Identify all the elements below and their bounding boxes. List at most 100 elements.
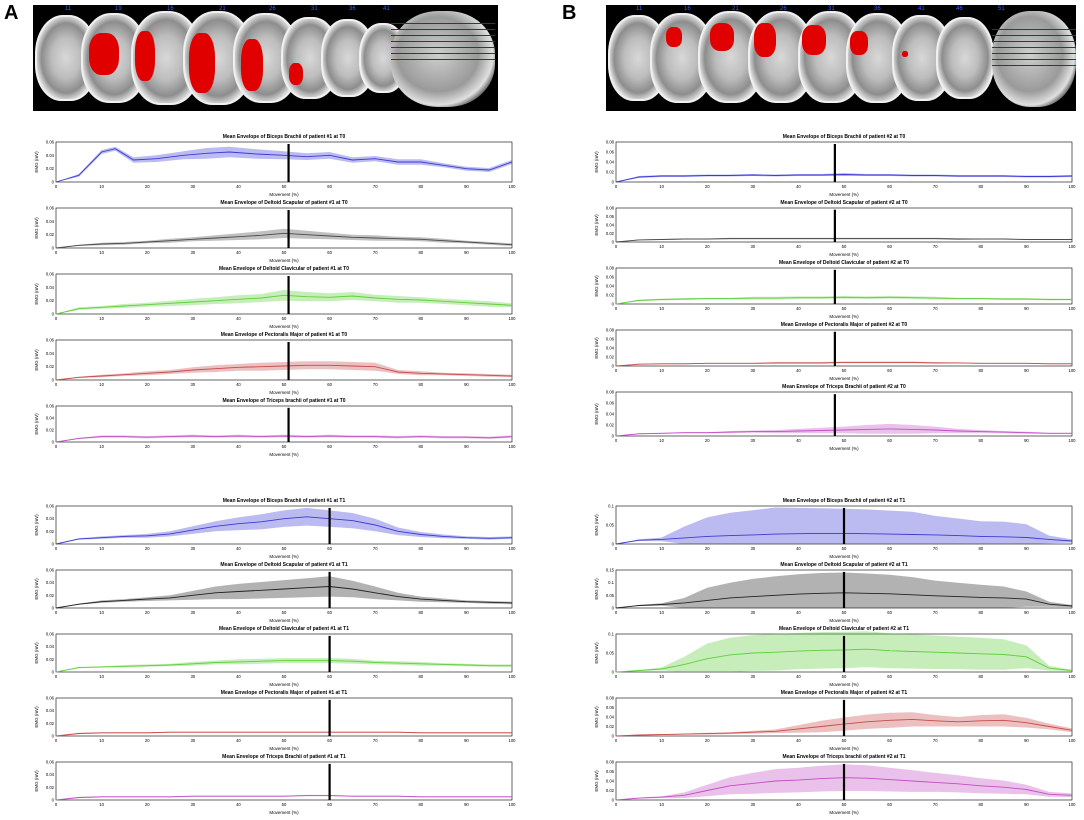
emg-chart: Mean Envelope of Deltoid Clavicular of p… xyxy=(594,626,1077,687)
x-tick-label: 60 xyxy=(887,438,892,443)
mean-line xyxy=(55,232,513,249)
x-tick-label: 10 xyxy=(99,184,104,189)
plot-frame xyxy=(55,339,513,381)
y-tick-label: 0.02 xyxy=(46,232,55,237)
x-tick-label: 70 xyxy=(933,438,938,443)
slice-line xyxy=(391,59,495,60)
x-tick-label: 30 xyxy=(750,738,755,743)
x-tick-label: 0 xyxy=(615,244,618,249)
x-tick-label: 40 xyxy=(236,382,241,387)
x-tick-label: 30 xyxy=(750,244,755,249)
x-tick-label: 80 xyxy=(418,250,423,255)
std-band xyxy=(56,290,512,314)
lesion xyxy=(289,63,303,85)
y-tick-label: 0.06 xyxy=(46,206,55,211)
x-tick-label: 30 xyxy=(190,382,195,387)
x-tick-label: 10 xyxy=(99,802,104,807)
mean-line xyxy=(55,660,512,673)
emg-chart: Mean Envelope of Deltoid Scapular of pat… xyxy=(594,200,1077,257)
x-tick-label: 100 xyxy=(1069,674,1077,679)
x-tick-label: 20 xyxy=(145,444,150,449)
y-tick-label: 0.06 xyxy=(606,150,615,155)
x-tick-label: 100 xyxy=(1069,610,1077,615)
x-axis-label: Movement (%) xyxy=(829,446,859,451)
x-tick-label: 40 xyxy=(796,306,801,311)
x-axis-label: Movement (%) xyxy=(269,746,299,751)
x-tick-label: 70 xyxy=(373,546,378,551)
x-tick-label: 80 xyxy=(978,184,983,189)
y-tick-label: 0 xyxy=(52,440,55,445)
lesion xyxy=(850,31,868,55)
x-tick-label: 80 xyxy=(978,368,983,373)
mri-slice xyxy=(936,17,994,99)
x-tick-label: 50 xyxy=(282,444,287,449)
x-tick-label: 100 xyxy=(509,444,517,449)
slice-label: 16 xyxy=(684,6,691,12)
x-tick-label: 30 xyxy=(750,546,755,551)
x-tick-label: 90 xyxy=(464,674,469,679)
x-tick-label: 40 xyxy=(796,610,801,615)
std-band xyxy=(56,576,512,608)
x-tick-label: 100 xyxy=(1069,244,1077,249)
x-tick-label: 90 xyxy=(1024,306,1029,311)
y-tick-label: 0.08 xyxy=(606,760,615,765)
x-tick-label: 80 xyxy=(978,244,983,249)
y-tick-label: 0 xyxy=(52,246,55,251)
x-tick-label: 30 xyxy=(190,184,195,189)
x-tick-label: 0 xyxy=(55,184,58,189)
x-tick-label: 70 xyxy=(933,184,938,189)
mean-line xyxy=(55,364,513,381)
slice-line xyxy=(391,41,495,42)
y-axis-label: EMG (mV) xyxy=(34,770,39,792)
x-tick-label: 80 xyxy=(418,546,423,551)
x-tick-label: 0 xyxy=(615,802,618,807)
x-tick-label: 60 xyxy=(887,802,892,807)
y-axis-label: EMG (mV) xyxy=(594,770,599,792)
x-tick-label: 70 xyxy=(933,674,938,679)
x-tick-label: 100 xyxy=(1069,438,1077,443)
x-tick-label: 10 xyxy=(99,316,104,321)
emg-chart: Mean Envelope of Deltoid Clavicular of p… xyxy=(34,266,516,329)
y-tick-label: 0.04 xyxy=(46,416,55,421)
chart-title: Mean Envelope of Biceps Brachii of patie… xyxy=(223,134,346,140)
lesion xyxy=(135,31,155,81)
x-tick-label: 100 xyxy=(1069,802,1077,807)
y-axis-label: EMG (mV) xyxy=(594,151,599,173)
x-tick-label: 20 xyxy=(705,438,710,443)
x-tick-label: 60 xyxy=(887,244,892,249)
x-tick-label: 0 xyxy=(615,368,618,373)
mean-line xyxy=(55,148,513,183)
x-tick-label: 50 xyxy=(282,610,287,615)
chart-title: Mean Envelope of Deltoid Clavicular of p… xyxy=(219,266,349,272)
x-tick-label: 50 xyxy=(842,438,847,443)
x-tick-label: 70 xyxy=(933,610,938,615)
x-tick-label: 40 xyxy=(796,368,801,373)
x-tick-label: 30 xyxy=(750,438,755,443)
y-axis-label: EMG (mV) xyxy=(594,214,599,236)
y-tick-label: 0 xyxy=(612,670,615,675)
y-tick-label: 0.02 xyxy=(46,529,55,534)
x-tick-label: 90 xyxy=(464,802,469,807)
x-tick-label: 70 xyxy=(933,802,938,807)
slice-line xyxy=(992,29,1076,30)
emg-chart: Mean Envelope of Deltoid Scapular of pat… xyxy=(594,562,1077,623)
x-tick-label: 60 xyxy=(887,184,892,189)
mean-line xyxy=(615,428,1072,437)
y-tick-label: 0.04 xyxy=(46,708,55,713)
y-tick-label: 0.02 xyxy=(606,293,615,298)
x-tick-label: 10 xyxy=(659,674,664,679)
x-tick-label: 100 xyxy=(509,802,517,807)
x-tick-label: 60 xyxy=(887,738,892,743)
x-tick-label: 40 xyxy=(796,438,801,443)
y-tick-label: 0.06 xyxy=(46,404,55,409)
plot-frame xyxy=(55,273,513,315)
x-tick-label: 70 xyxy=(933,306,938,311)
y-axis-label: EMG (mV) xyxy=(34,578,39,600)
x-tick-label: 80 xyxy=(978,802,983,807)
x-tick-label: 30 xyxy=(190,738,195,743)
chart-title: Mean Envelope of Pectoralis Major of pat… xyxy=(221,690,348,696)
x-tick-label: 50 xyxy=(842,610,847,615)
emg-chart: Mean Envelope of Pectoralis Major of pat… xyxy=(34,690,516,751)
x-tick-label: 40 xyxy=(796,184,801,189)
x-tick-label: 0 xyxy=(615,610,618,615)
